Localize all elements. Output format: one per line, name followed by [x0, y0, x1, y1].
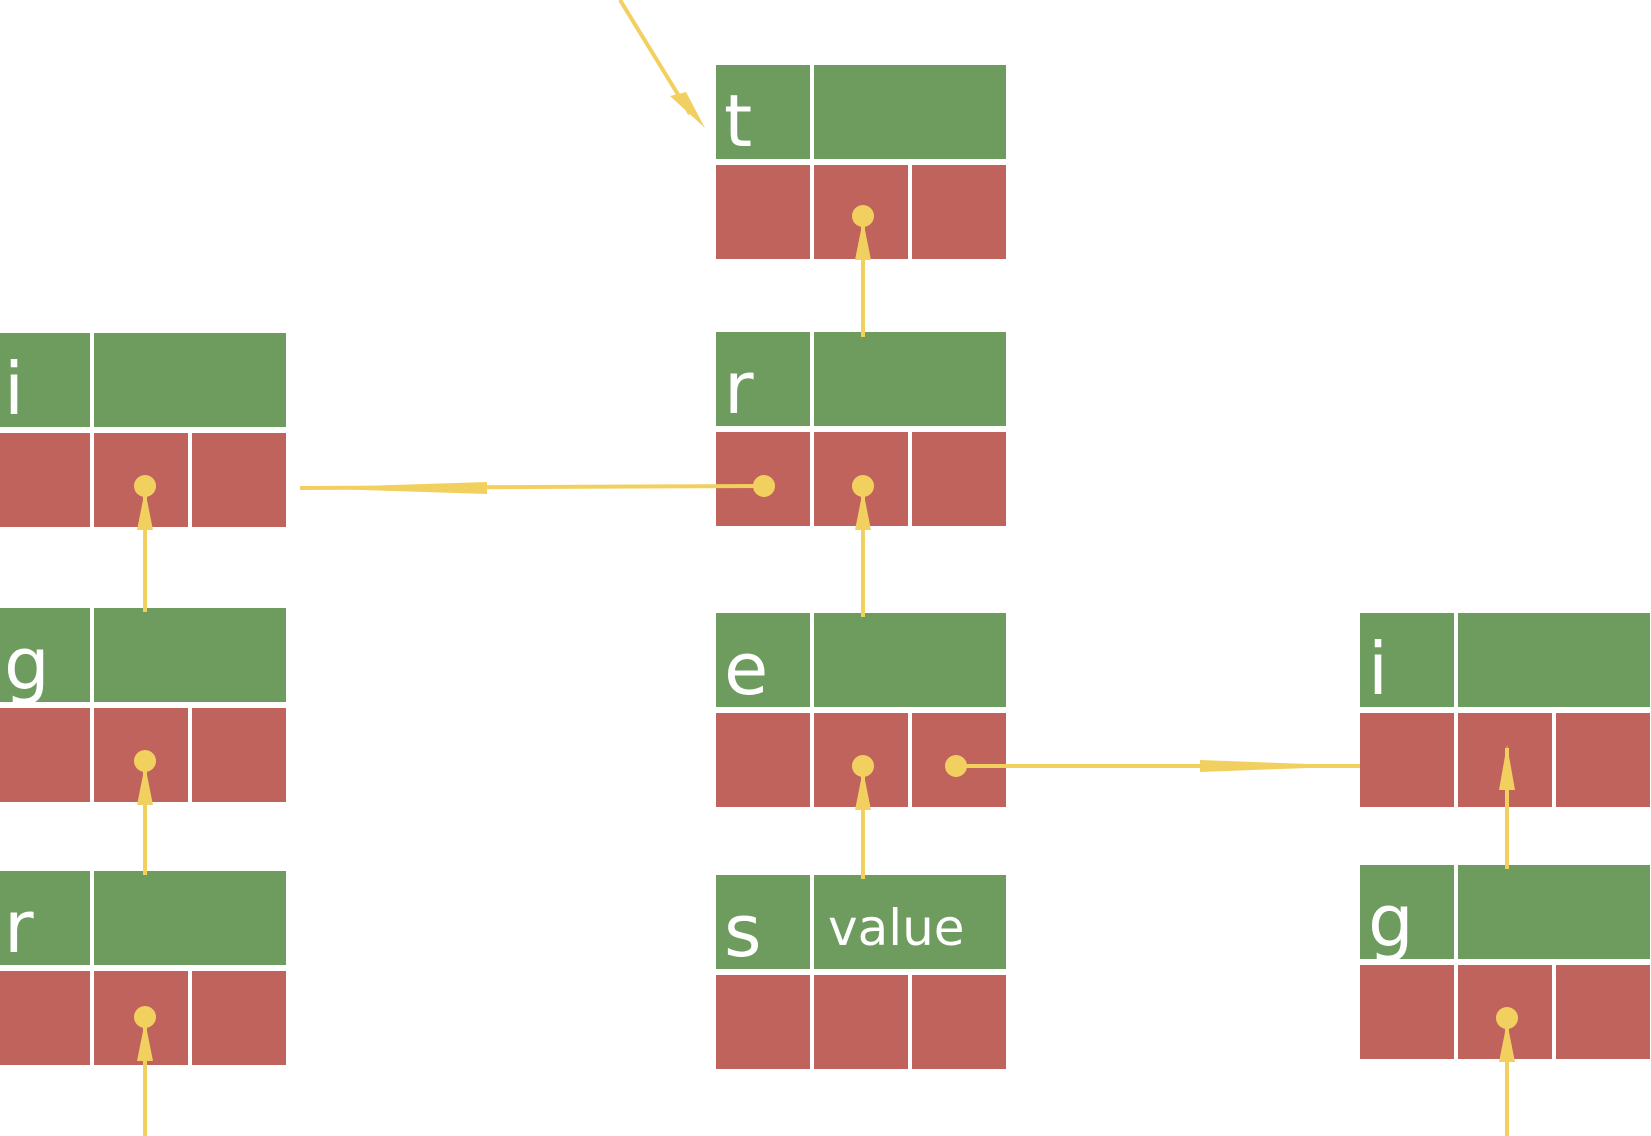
trie-node-e: e: [716, 613, 1006, 808]
child-slot-left: [0, 971, 90, 1065]
child-slot-middle: [94, 433, 188, 527]
pointer-into-t: [618, 0, 692, 116]
trie-node-g-right: g: [1360, 865, 1650, 1060]
child-slot-middle: [94, 971, 188, 1065]
node-key-label: r: [4, 885, 34, 969]
node-key-label: e: [724, 627, 769, 711]
child-slot-right: [192, 971, 286, 1065]
child-slot-left: [716, 432, 810, 526]
child-slot-right: [192, 708, 286, 802]
child-slot-middle: [1458, 965, 1552, 1059]
node-key-label: g: [4, 622, 50, 706]
node-value-label: value: [828, 899, 965, 957]
child-slot-left: [0, 708, 90, 802]
child-slot-left: [716, 165, 810, 259]
node-value-cell: [814, 65, 1006, 159]
child-slot-right: [192, 433, 286, 527]
trie-node-r-left: r: [0, 871, 286, 1066]
trie-node-i-left: i: [0, 333, 286, 528]
child-slot-middle: [814, 975, 908, 1069]
pointer-r-to-i-left: [299, 484, 765, 490]
node-value-cell: [814, 613, 1006, 707]
node-key-label: i: [4, 347, 25, 431]
child-slot-middle: [814, 713, 908, 807]
node-key-cell: i: [0, 333, 90, 427]
trie-node-r-center: r: [716, 332, 1006, 527]
child-slot-left: [1360, 713, 1454, 807]
node-value-cell: value: [814, 875, 1006, 969]
child-slot-left: [1360, 965, 1454, 1059]
child-slot-right: [912, 713, 1006, 807]
trie-node-s: s value: [716, 875, 1006, 1070]
arrowhead: [300, 482, 487, 494]
node-value-cell: [1458, 613, 1650, 707]
child-slot-right: [912, 165, 1006, 259]
node-key-cell: r: [0, 871, 90, 965]
arrowhead: [670, 92, 705, 128]
node-value-cell: [94, 333, 286, 427]
trie-node-t: t: [716, 65, 1006, 260]
child-slot-left: [716, 975, 810, 1069]
child-slot-left: [716, 713, 810, 807]
node-value-cell: [1458, 865, 1650, 959]
node-value-cell: [94, 608, 286, 702]
child-slot-right: [1556, 965, 1650, 1059]
child-slot-middle: [94, 708, 188, 802]
node-key-cell: s: [716, 875, 810, 969]
node-key-label: r: [724, 346, 754, 430]
child-slot-right: [912, 432, 1006, 526]
arrowhead: [1200, 760, 1362, 772]
child-slot-right: [1556, 713, 1650, 807]
child-slot-left: [0, 433, 90, 527]
node-key-cell: e: [716, 613, 810, 707]
node-value-cell: [814, 332, 1006, 426]
trie-node-i-right: i: [1360, 613, 1650, 808]
node-key-label: i: [1368, 627, 1389, 711]
node-key-cell: g: [0, 608, 90, 702]
child-slot-middle: [1458, 713, 1552, 807]
child-slot-right: [912, 975, 1006, 1069]
child-slot-middle: [814, 432, 908, 526]
node-key-cell: r: [716, 332, 810, 426]
node-key-cell: i: [1360, 613, 1454, 707]
trie-node-g-left: g: [0, 608, 286, 803]
node-key-label: t: [724, 79, 753, 163]
node-key-cell: g: [1360, 865, 1454, 959]
child-slot-middle: [814, 165, 908, 259]
node-key-cell: t: [716, 65, 810, 159]
node-key-label: g: [1368, 879, 1414, 963]
node-key-label: s: [724, 889, 762, 973]
node-value-cell: [94, 871, 286, 965]
